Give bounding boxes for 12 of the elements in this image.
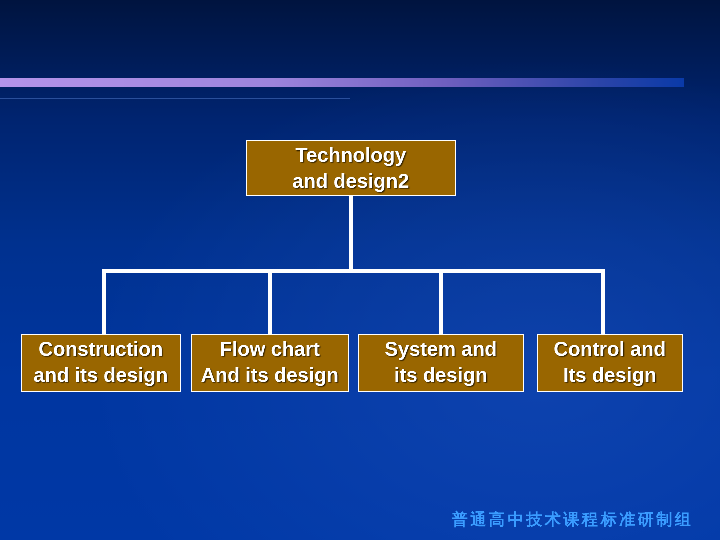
topic-label: Construction and its design: [32, 338, 170, 389]
topic-label: Flow chart And its design: [200, 338, 340, 389]
topic-label: Technology and design2: [292, 144, 410, 195]
topic-box: [358, 334, 524, 392]
topic-box: [246, 140, 456, 196]
topic-box: [21, 334, 181, 392]
connector-line: [349, 196, 605, 334]
topic-box: [537, 334, 683, 392]
topic-label: System and its design: [384, 338, 498, 389]
footer-text: 普通高中技术课程标准研制组: [452, 509, 694, 531]
topic-box: [191, 334, 349, 392]
topic-label: Control and Its design: [552, 338, 668, 389]
